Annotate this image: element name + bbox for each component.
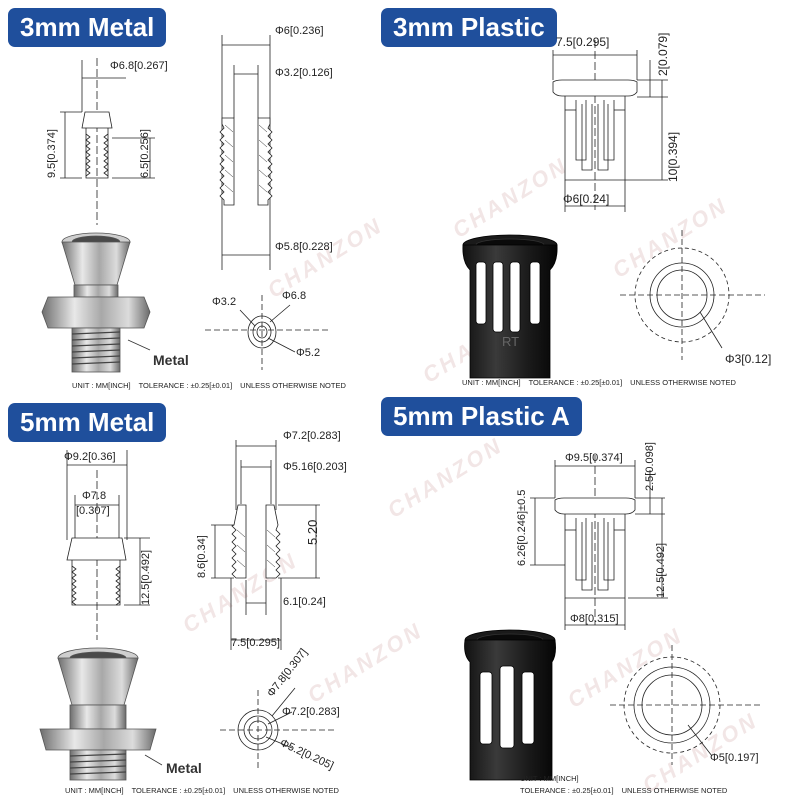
metal5-dim-h1: 12.5[0.492] (140, 549, 152, 605)
note-tolerance: TOLERANCE : ±0.25[±0.01] (528, 378, 623, 387)
note-other: UNLESS OTHERWISE NOTED (233, 786, 339, 795)
note-unit: UNIT : MM[INCH] (65, 786, 124, 795)
note-tolerance: TOLERANCE : ±0.25[±0.01] (520, 786, 614, 795)
metal5-title: 5mm Metal (8, 403, 167, 442)
plastic3-dim-d1: Φ6[0.24] (563, 192, 610, 206)
metal5-dim-d3: Φ7.2[0.283] (283, 430, 341, 442)
plastic5-dim-d2: Φ5[0.197] (710, 752, 759, 764)
metal3-dim-d3: Φ3.2[0.126] (275, 67, 333, 79)
metal5-dim-c2: Φ7.2[0.283] (282, 706, 340, 718)
metal3-dim-d2: Φ6[0.236] (275, 25, 324, 37)
plastic5-photo (464, 629, 556, 781)
note-other: UNLESS OTHERWISE NOTED (621, 786, 728, 795)
metal3-note: UNIT : MM[INCH] TOLERANCE : ±0.25[±0.01] U… (72, 381, 354, 390)
plastic5-dim-w1: Φ9.5[0.374] (565, 452, 623, 464)
plastic5-dim-h3: 12.5[0.492] (655, 542, 667, 598)
plastic3-mark: RT (502, 334, 520, 349)
metal3-dim-h1: 9.5[0.374] (46, 129, 58, 178)
metal5-dim-d1: Φ9.2[0.36] (64, 451, 116, 463)
metal3-dim-d4: Φ5.8[0.228] (275, 241, 333, 253)
metal3-dim-c2: Φ6.8 (282, 290, 307, 302)
metal5-top-drawing (220, 687, 335, 770)
plastic5-dim-h2: 6.26[0.246]±0.5 (516, 489, 528, 566)
plastic3-dim-h2: 10[0.394] (666, 131, 680, 182)
metal5-material-label: Metal (166, 760, 202, 776)
plastic5-top-drawing (610, 645, 760, 765)
plastic5-side-drawing (530, 455, 668, 630)
note-other: UNLESS OTHERWISE NOTED (630, 378, 736, 387)
plastic3-dim-w1: 7.5[0.295] (556, 35, 610, 49)
metal5-dim-h3: 5.20 (305, 519, 320, 545)
plastic5-note: TOLERANCE : ±0.25[±0.01] UNLESS OTHERWISE… (520, 786, 735, 795)
metal3-photo (41, 232, 151, 373)
plastic3-dim-h1: 2[0.079] (656, 32, 670, 76)
note-other: UNLESS OTHERWISE NOTED (240, 381, 346, 390)
metal5-dim-d2: Φ7.8 (82, 490, 107, 502)
note-tolerance: TOLERANCE : ±0.25[±0.01] (138, 381, 233, 390)
metal5-photo (39, 647, 163, 781)
plastic3-top-drawing (620, 230, 765, 360)
plastic3-note: UNIT : MM[INCH] TOLERANCE : ±0.25[±0.01] U… (462, 378, 744, 387)
note-tolerance: TOLERANCE : ±0.25[±0.01] (131, 786, 226, 795)
metal5-dim-h2: 8.6[0.34] (196, 535, 208, 578)
plastic5-dim-h1: 2.5[0.098] (644, 442, 656, 491)
metal3-section-drawing (219, 35, 273, 270)
plastic3-photo (462, 234, 558, 379)
metal5-dim-d5: 6.1[0.24] (283, 596, 326, 608)
metal3-dim-d1: Φ6.8[0.267] (110, 60, 168, 72)
metal3-dim-c3: Φ5.2 (296, 347, 321, 359)
metal5-note: UNIT : MM[INCH] TOLERANCE : ±0.25[±0.01] U… (65, 786, 347, 795)
metal5-dim-d6: 7.5[0.295] (231, 637, 280, 649)
metal3-dim-c1: Φ3.2 (212, 296, 237, 308)
plastic5-note-unit: UNIT : MM[INCH] (520, 774, 579, 783)
metal3-side-drawing (60, 58, 155, 225)
metal3-material-label: Metal (153, 352, 189, 368)
metal5-dim-d2b: [0.307] (76, 505, 110, 517)
plastic3-title: 3mm Plastic (381, 8, 557, 47)
metal3-title: 3mm Metal (8, 8, 167, 47)
metal3-top-drawing (205, 295, 330, 370)
metal3-dim-h2: 6.5[0.256] (139, 129, 151, 178)
note-unit: UNIT : MM[INCH] (72, 381, 131, 390)
plastic5-dim-d1: Φ8[0.315] (570, 613, 619, 625)
note-unit: UNIT : MM[INCH] (462, 378, 521, 387)
metal5-section-drawing (211, 440, 320, 650)
metal5-side-drawing (66, 450, 150, 640)
plastic5-title: 5mm Plastic A (381, 397, 582, 436)
plastic3-side-drawing (552, 40, 668, 212)
plastic3-dim-d2: Φ3[0.12] (725, 352, 772, 366)
metal5-dim-d4: Φ5.16[0.203] (283, 461, 347, 473)
